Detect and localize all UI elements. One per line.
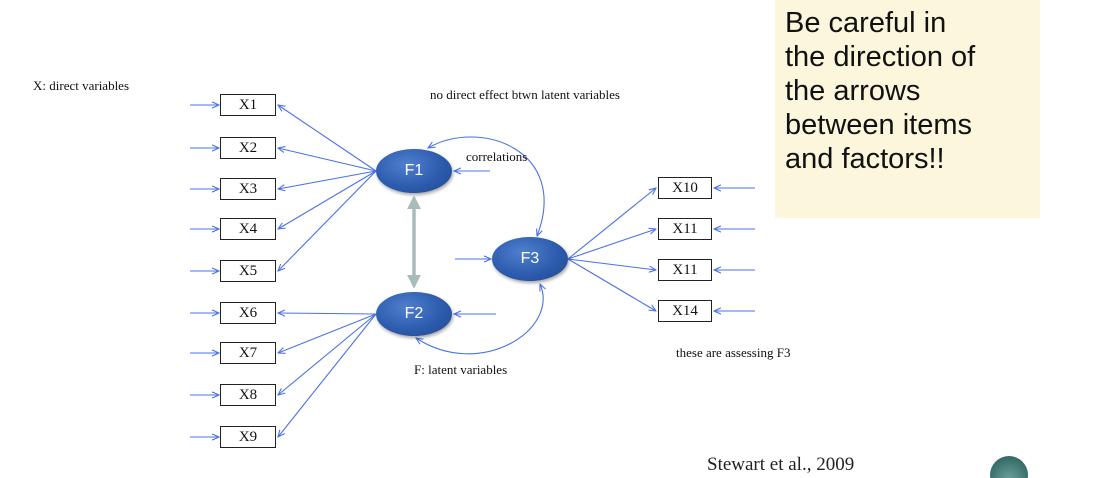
item-box-x11a: X11 xyxy=(658,218,712,240)
loading-arrow-right-4 xyxy=(567,258,656,311)
direct-variables-note: X: direct variables xyxy=(33,78,130,93)
citation: Stewart et al., 2009 xyxy=(707,454,855,475)
item-box-x4: X4 xyxy=(220,218,276,240)
loading-arrow-x2 xyxy=(278,148,377,172)
item-box-x5: X5 xyxy=(220,260,276,282)
loading-arrow-right-1 xyxy=(567,188,656,260)
university-logo xyxy=(990,456,1028,478)
callout-line-2: the direction of xyxy=(785,41,976,73)
loading-arrow-x3 xyxy=(278,170,377,189)
loading-arrow-right-3 xyxy=(567,258,656,270)
item-box-x2: X2 xyxy=(220,137,276,159)
correlation-f1-f3 xyxy=(428,136,545,236)
item-box-x3: X3 xyxy=(220,178,276,200)
correlations-note: correlations xyxy=(466,149,528,164)
item-box-x6: X6 xyxy=(220,302,276,324)
correlation-f2-f3 xyxy=(416,284,543,355)
no-direct-effect-note: no direct effect btwn latent variables xyxy=(430,87,620,102)
loading-arrow-x6 xyxy=(278,313,377,314)
loading-arrow-x4 xyxy=(278,170,377,229)
factor-f2: F2 xyxy=(376,292,452,336)
loading-arrow-x8 xyxy=(278,313,377,395)
assessing-f3-note: these are assessing F3 xyxy=(676,345,791,360)
item-box-x8: X8 xyxy=(220,384,276,406)
caution-callout: Be careful in the direction of the arrow… xyxy=(775,0,1040,218)
path-arrows xyxy=(190,105,755,437)
callout-line-3: the arrows xyxy=(785,75,921,107)
loading-arrow-x1 xyxy=(278,105,377,172)
callout-line-1: Be careful in xyxy=(785,7,947,39)
loading-arrow-right-2 xyxy=(567,229,656,260)
item-box-x10: X10 xyxy=(658,177,712,199)
callout-line-5: and factors!! xyxy=(785,143,945,175)
item-box-x11b: X11 xyxy=(658,259,712,281)
item-box-x1: X1 xyxy=(220,94,276,116)
item-box-x7: X7 xyxy=(220,342,276,364)
loading-arrow-x7 xyxy=(278,313,377,353)
factor-f1: F1 xyxy=(376,149,452,193)
callout-line-4: between items xyxy=(785,109,972,141)
loading-arrow-x5 xyxy=(278,170,377,271)
item-box-x14: X14 xyxy=(658,300,712,322)
loading-arrow-x9 xyxy=(278,313,377,437)
item-box-x9: X9 xyxy=(220,426,276,448)
factor-f3: F3 xyxy=(492,237,568,281)
latent-variables-note: F: latent variables xyxy=(414,362,508,377)
